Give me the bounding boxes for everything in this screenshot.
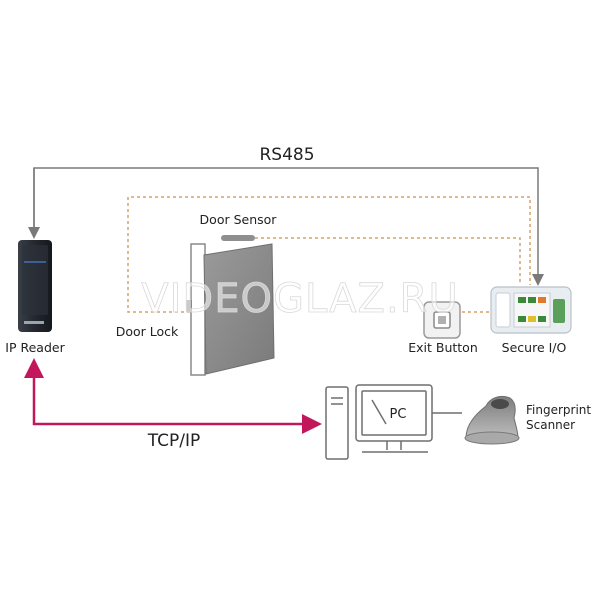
tcpip-connection — [24, 358, 322, 434]
secure-io-label: Secure I/O — [502, 340, 567, 355]
exit-button-label: Exit Button — [408, 340, 478, 355]
pc-label: PC — [390, 407, 407, 422]
ip-reader — [18, 240, 52, 332]
fingerprint-scanner — [464, 395, 520, 445]
lock-wiring — [127, 196, 531, 313]
rs485-label: RS485 — [259, 145, 314, 165]
computer-icon — [325, 386, 349, 460]
door-lock-label: Door Lock — [116, 324, 179, 339]
door — [186, 235, 275, 376]
secure-io — [490, 286, 572, 334]
fingerprint-label-line2: Scanner — [526, 418, 575, 432]
watermark: VIDEOGLAZ.RU — [141, 276, 458, 322]
pc — [325, 384, 462, 460]
fingerprint-label-line1: Fingerprint — [526, 403, 591, 417]
rs485-connection — [28, 167, 544, 286]
exit-button — [423, 301, 461, 339]
door-sensor-icon — [221, 235, 255, 241]
ip-reader-label: IP Reader — [5, 340, 65, 355]
tcpip-label: TCP/IP — [147, 431, 201, 451]
door-sensor-label: Door Sensor — [200, 212, 278, 227]
